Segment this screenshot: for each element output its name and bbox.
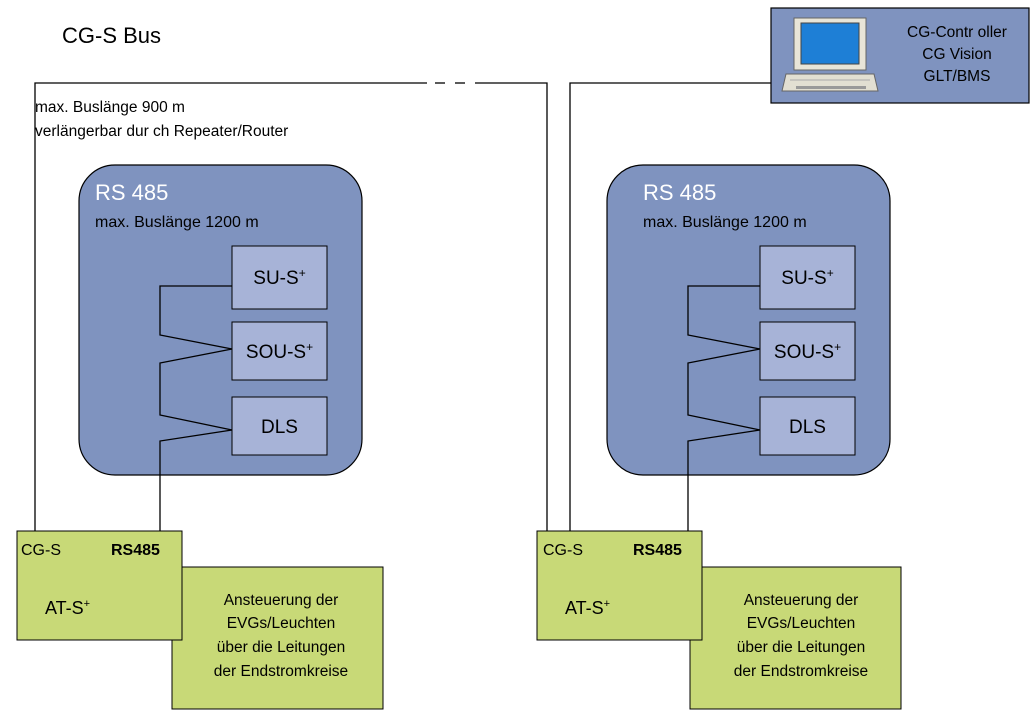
device-name: SOU-S [774,342,834,363]
device-sou-s: SOU-S+ [231,321,328,381]
at-module-superscript: + [84,598,90,610]
device-su-s: SU-S+ [231,245,328,310]
device-superscript: + [834,340,841,354]
device-su-s: SU-S+ [759,245,856,310]
bus-line-left [34,82,427,531]
desc-line-2: EVGs/Leuchten [747,615,856,632]
device-superscript: + [827,266,834,280]
rs485-title: RS 485 [95,180,168,205]
at-rs485-port-label: RS485 [633,542,682,559]
svg-text:SU-S+: SU-S+ [781,266,833,289]
at-module-superscript: + [604,598,610,610]
at-s-module: CG-S RS485 AT-S+ [536,530,703,641]
device-name: DLS [261,417,298,438]
bus-line-controller [569,82,771,531]
bus-line-middle [475,82,548,531]
device-sou-s: SOU-S+ [759,321,856,381]
control-description-box: Ansteuerung der EVGs/Leuchten über die L… [689,566,902,710]
control-description-box: Ansteuerung der EVGs/Leuchten über die L… [171,566,384,710]
svg-text:SOU-S+: SOU-S+ [246,340,313,363]
device-superscript: + [299,266,306,280]
cg-s-bus-lines [34,82,771,531]
desc-line-4: der Endstromkreise [734,663,868,680]
segment-right: RS 485 max. Buslänge 1200 m SU-S+ SOU-S+… [536,164,902,710]
device-name: DLS [789,417,826,438]
at-module-name: AT-S [565,598,604,618]
bus-length-note: max. Buslänge 900 m [35,99,185,116]
device-name: SU-S [781,268,826,289]
at-module-name: AT-S [45,598,84,618]
at-rs485-port-label: RS485 [111,542,160,559]
svg-text:SOU-S+: SOU-S+ [774,340,841,363]
desc-line-3: über die Leitungen [217,639,345,656]
device-name: SU-S [253,268,298,289]
controller-box: CG-Contr oller CG Vision GLT/BMS [770,7,1030,104]
desc-line-2: EVGs/Leuchten [227,615,336,632]
rs485-wiring [687,285,761,531]
at-cg-s-port-label: CG-S [543,542,583,559]
rs485-wiring [159,285,233,531]
computer-icon [781,17,879,92]
desc-line-1: Ansteuerung der [224,592,339,609]
device-dls: DLS [231,396,328,456]
segment-left: RS 485 max. Buslänge 1200 m SU-S+ SOU-S+… [16,164,384,710]
controller-label-2: CG Vision [922,46,992,63]
svg-text:AT-S+: AT-S+ [565,598,610,618]
svg-text:AT-S+: AT-S+ [45,598,90,618]
controller-label-3: GLT/BMS [924,68,991,85]
at-cg-s-port-label: CG-S [21,542,61,559]
rs485-length: max. Buslänge 1200 m [95,214,259,231]
bus-title: CG-S Bus [62,23,161,48]
controller-label-1: CG-Contr oller [907,24,1007,41]
rs485-length: max. Buslänge 1200 m [643,214,807,231]
device-dls: DLS [759,396,856,456]
bus-repeater-note: verlängerbar dur ch Repeater/Router [35,123,288,140]
rs485-title: RS 485 [643,180,716,205]
device-superscript: + [306,340,313,354]
svg-text:SU-S+: SU-S+ [253,266,305,289]
desc-line-3: über die Leitungen [737,639,865,656]
at-s-module: CG-S RS485 AT-S+ [16,530,183,641]
desc-line-4: der Endstromkreise [214,663,348,680]
device-name: SOU-S [246,342,306,363]
desc-line-1: Ansteuerung der [744,592,859,609]
